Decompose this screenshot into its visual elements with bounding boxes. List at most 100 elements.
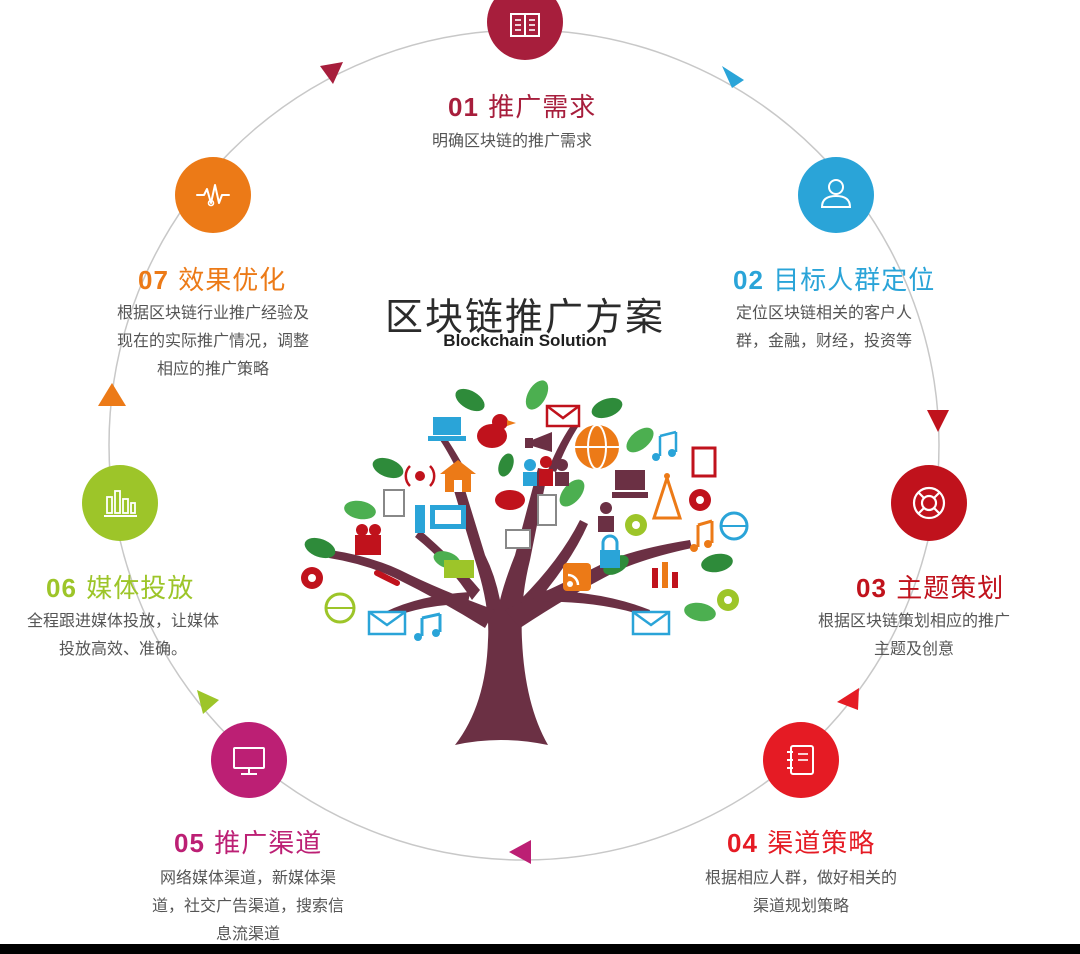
mail-icon (367, 610, 407, 636)
pulse-icon (196, 184, 230, 207)
user-icon (820, 179, 852, 208)
signal-icon (404, 465, 436, 487)
step-03-number: 03 (856, 573, 887, 603)
step-07-desc-line: 现在的实际推广情况，调整 (116, 331, 309, 350)
computer-icon (415, 505, 466, 533)
gear-icon (625, 514, 647, 536)
step-05-desc-line: 道，社交广告渠道，搜索信 (151, 896, 344, 915)
step-02-desc-line: 群，金融，财经，投资等 (736, 331, 913, 350)
step-07-title: 07 效果优化 (138, 260, 286, 297)
step-04-desc: 根据相应人群，做好相关的 渠道规划策略 (688, 864, 914, 920)
music-note-icon (414, 612, 442, 641)
step-02-node (798, 157, 874, 233)
camera-icon (355, 524, 381, 555)
notebook-icon (787, 745, 814, 775)
laptop-icon (428, 417, 466, 441)
step-01-node (487, 0, 563, 60)
step-05-title: 05 推广渠道 (174, 823, 322, 860)
tower-icon (651, 473, 683, 520)
step-04-title: 04 渠道策略 (727, 823, 875, 860)
step-02-desc-line: 定位区块链相关的客户人 (736, 303, 913, 322)
step-05-node (211, 722, 287, 798)
ring-arrow-02-03 (927, 410, 949, 432)
step-01-title: 01 推广需求 (448, 87, 596, 124)
step-03-title: 03 主题策划 (856, 568, 1004, 605)
lifebuoy-icon (912, 486, 946, 520)
gear-icon (717, 589, 739, 611)
step-01-desc-line: 明确区块链的推广需求 (432, 131, 593, 150)
step-03-label: 主题策划 (896, 574, 1005, 604)
step-01-number: 01 (448, 92, 479, 122)
megaphone-icon (525, 432, 552, 452)
book-icon (510, 13, 540, 37)
video-camera-icon (505, 529, 531, 549)
bar-chart-icon (104, 490, 137, 517)
step-06-desc-line: 全程跟进媒体投放，让媒体 (26, 611, 219, 630)
step-06-title: 06 媒体投放 (46, 568, 194, 605)
ring-arrow-03-04 (837, 688, 859, 710)
rss-icon (563, 563, 591, 591)
step-07-desc-line: 相应的推广策略 (156, 359, 269, 378)
step-01-desc: 明确区块链的推广需求 (432, 127, 592, 155)
step-04-node (763, 722, 839, 798)
ring-arrow-04-05 (509, 840, 531, 864)
step-07-node (175, 157, 251, 233)
step-03-desc-line: 主题及创意 (874, 639, 955, 658)
music-note-icon (690, 519, 714, 552)
step-02-desc: 定位区块链相关的客户人 群，金融，财经，投资等 (736, 299, 912, 355)
step-05-desc: 网络媒体渠道，新媒体渠 道，社交广告渠道，搜索信 息流渠道 (135, 864, 361, 948)
step-03-desc: 根据区块链策划相应的推广 主题及创意 (818, 607, 1010, 663)
step-04-desc-line: 渠道规划策略 (752, 896, 849, 915)
step-04-label: 渠道策略 (767, 829, 876, 859)
step-06-desc: 全程跟进媒体投放，让媒体 投放高效、准确。 (10, 607, 236, 663)
bottom-bar (0, 944, 1080, 954)
folder-icon (444, 560, 474, 578)
step-06-desc-line: 投放高效、准确。 (58, 639, 187, 658)
step-03-desc-line: 根据区块链策划相应的推广 (818, 611, 1011, 630)
step-04-desc-line: 根据相应人群，做好相关的 (704, 868, 897, 887)
step-01-label: 推广需求 (488, 93, 597, 123)
ring-arrow-06-07 (98, 383, 126, 406)
step-02-label: 目标人群定位 (773, 266, 936, 296)
ring-arrow-07-01 (320, 62, 343, 84)
gear-icon (301, 567, 323, 589)
gear-icon (689, 489, 711, 511)
globe-icon (324, 592, 356, 624)
lock-icon (600, 534, 620, 568)
ring-arrow-01-02 (722, 66, 744, 88)
step-05-desc-line: 息流渠道 (215, 924, 280, 943)
step-06-label: 媒体投放 (86, 574, 195, 604)
step-04-number: 04 (727, 828, 758, 858)
group-icon (523, 456, 569, 486)
step-06-number: 06 (46, 573, 77, 603)
mail-icon (545, 404, 581, 428)
wrench-icon (374, 570, 400, 586)
document-icon (691, 446, 717, 478)
bird-icon (477, 414, 516, 448)
step-05-desc-line: 网络媒体渠道，新媒体渠 (159, 868, 336, 887)
ring-arrow-05-06 (197, 690, 219, 714)
keyboard-icon (612, 470, 648, 498)
home-icon (440, 460, 476, 492)
step-06-node (82, 465, 158, 541)
center-subtitle: Blockchain Solution (443, 331, 607, 350)
step-05-number: 05 (174, 828, 205, 858)
step-07-desc-line: 根据区块链行业推广经验及 (116, 303, 309, 322)
mail-icon (631, 610, 671, 636)
step-05-label: 推广渠道 (214, 829, 323, 859)
calculator-icon (537, 494, 557, 526)
step-02-title: 02 目标人群定位 (733, 260, 935, 297)
step-02-number: 02 (733, 265, 764, 295)
music-note-icon (652, 430, 678, 461)
chart-icon (652, 562, 678, 588)
step-07-label: 效果优化 (178, 266, 287, 296)
step-07-number: 07 (138, 265, 169, 295)
step-03-node (891, 465, 967, 541)
monitor-icon (233, 747, 265, 775)
globe-icon (575, 424, 619, 470)
globe-icon (719, 511, 749, 541)
person-icon (598, 502, 614, 532)
center-title: 区块链推广方案 (384, 295, 665, 339)
